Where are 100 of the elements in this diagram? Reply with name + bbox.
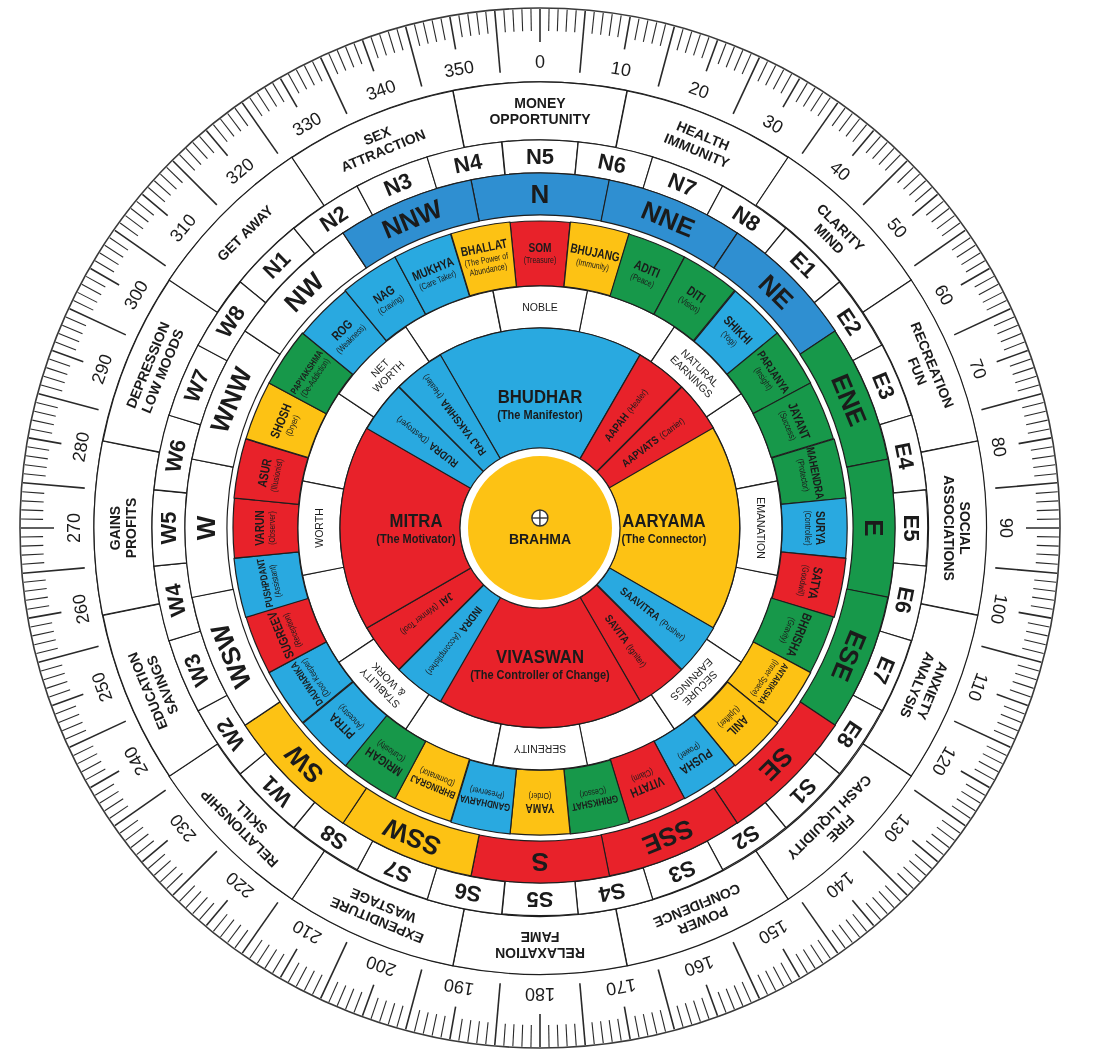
deity-name: MITRA	[389, 509, 443, 532]
pada-label: E8	[832, 717, 866, 752]
pada-label: N8	[728, 202, 765, 237]
degree-label: 140	[822, 868, 857, 902]
degree-label: 250	[88, 670, 116, 705]
degree-label: 180	[525, 985, 555, 1003]
aspect-label: FAME	[520, 929, 560, 945]
deity-name: AARYAMA	[622, 509, 706, 532]
zone-segment	[297, 479, 345, 577]
pada-segment	[500, 139, 579, 176]
direction-label: N	[530, 181, 550, 207]
degree-label: 100	[987, 592, 1011, 626]
pada-label: N2	[315, 202, 352, 237]
pada-label: E5	[900, 514, 923, 542]
degree-label: 60	[930, 281, 957, 309]
direction-label: S	[531, 849, 549, 875]
pada-label: E2	[832, 304, 866, 339]
degree-label: 320	[223, 154, 258, 188]
zone-segment	[491, 285, 589, 333]
deity-role: (Order)	[528, 790, 552, 801]
direction-label: E	[861, 519, 887, 537]
pada-label: W5	[157, 511, 180, 545]
degree-label: 220	[223, 868, 258, 902]
pada-label: W4	[161, 582, 190, 619]
degree-label: 200	[363, 952, 398, 980]
pada-label: S6	[452, 878, 483, 906]
degree-label: 160	[682, 952, 717, 980]
deity-name: SOM	[528, 240, 552, 256]
degree-label: 110	[964, 670, 992, 704]
degree-label: 90	[997, 518, 1015, 538]
deity-role: (The Manifestor)	[497, 407, 583, 423]
deity-name: VIVASWAN	[496, 645, 584, 668]
degree-label: 30	[759, 111, 787, 138]
pada-label: S5	[526, 888, 554, 911]
direction-segment	[469, 834, 611, 884]
aspect-label: OPPORTUNITY	[489, 111, 591, 127]
degree-label: 310	[166, 211, 200, 246]
pada-label: E6	[890, 585, 918, 616]
degree-label: 50	[883, 215, 911, 242]
degree-label: 170	[604, 975, 638, 999]
degree-label: 270	[65, 513, 83, 543]
deity-role: (The Connector)	[621, 531, 707, 547]
direction-label: W	[193, 515, 219, 541]
pada-label: S4	[597, 878, 628, 906]
aspect-label: RELAXATION	[495, 945, 585, 961]
pada-label: W8	[212, 301, 250, 342]
degree-label: 230	[166, 810, 200, 845]
degree-label: 150	[755, 916, 791, 947]
aspect-label: MONEY	[514, 95, 566, 111]
pada-label: W2	[212, 714, 250, 755]
pada-label: N6	[596, 150, 629, 178]
degree-label: 260	[69, 592, 93, 626]
degree-label: 300	[121, 277, 152, 313]
deity-role: (The Motivator)	[376, 531, 456, 547]
aspect-label: PROFITS	[123, 497, 139, 559]
degree-label: 70	[966, 356, 990, 382]
degree-label: 120	[928, 743, 959, 779]
degree-label: 280	[69, 430, 93, 464]
degree-label: 10	[609, 58, 633, 80]
degree-label: 40	[826, 157, 853, 185]
aspect-label: GAINS	[107, 505, 123, 551]
pada-label: N4	[451, 150, 484, 178]
deity-role: (Observer)	[267, 511, 278, 545]
deity-role: (Illusionist)	[269, 458, 286, 494]
pada-label: W6	[161, 437, 190, 474]
deity-name: BHUDHAR	[497, 385, 583, 408]
pada-segment	[151, 488, 188, 567]
degree-label: 190	[442, 975, 476, 999]
degree-label: 290	[88, 351, 116, 386]
degree-label: 240	[121, 743, 152, 779]
degree-label: 130	[880, 810, 914, 845]
zone-segment	[491, 723, 589, 771]
degree-label: 330	[289, 109, 325, 140]
deity-name: JAI	[437, 590, 457, 610]
deity-name: SURYA	[812, 510, 828, 546]
deity-role: (The Controller of Change)	[470, 667, 610, 683]
pada-label: W3	[180, 650, 214, 690]
pada-label: N5	[525, 145, 555, 168]
degree-label: 20	[686, 78, 712, 102]
degree-label: 210	[289, 916, 325, 947]
zone-segment	[735, 479, 783, 577]
pada-label: S8	[316, 820, 351, 854]
direction-segment	[469, 172, 611, 222]
zone-label: NOBLE	[522, 301, 558, 313]
degree-label: 80	[988, 435, 1010, 459]
degree-label: 0	[535, 53, 545, 71]
deity-role: (Controller)	[802, 510, 813, 546]
zone-label: WORTH	[313, 508, 325, 548]
pada-label: E4	[890, 440, 918, 471]
zone-label: SERENITY	[513, 743, 567, 755]
degree-label: 350	[442, 57, 476, 81]
direction-segment	[846, 457, 896, 599]
deity-name: YAMA	[525, 800, 555, 816]
degree-label: 340	[363, 76, 398, 104]
deity-name: VARUN	[252, 510, 268, 546]
zone-label: EMANATION	[755, 497, 767, 559]
pada-label: S2	[729, 820, 764, 854]
aspect-label: ASSOCIATIONS	[941, 475, 957, 581]
center-label: BRAHMA	[508, 531, 572, 547]
aspect-label: SOCIAL	[957, 501, 973, 555]
